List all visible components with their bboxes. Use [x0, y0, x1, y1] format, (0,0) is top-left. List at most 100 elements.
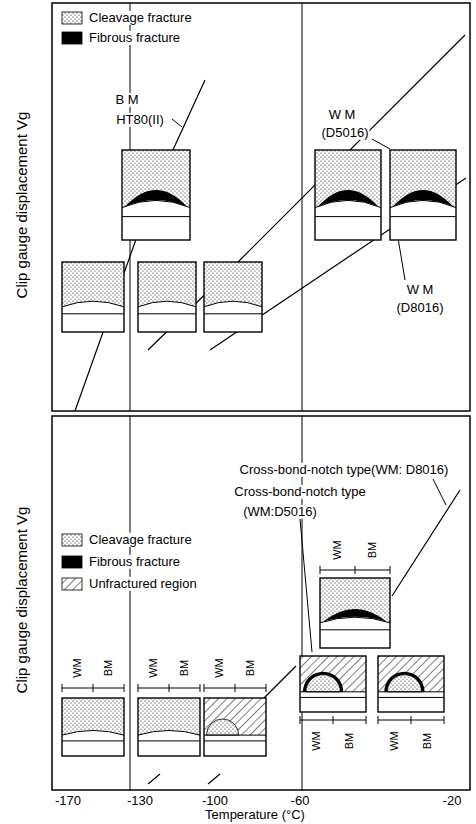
crack-front — [300, 691, 366, 692]
weld-bracket — [204, 684, 266, 692]
weld-bracket — [300, 716, 366, 724]
specimen-ground — [378, 656, 444, 712]
leader-line — [433, 479, 446, 505]
crack-front — [122, 200, 190, 207]
fracture-specimen — [204, 262, 262, 332]
legend-swatch — [62, 556, 82, 568]
specimen-outline — [204, 262, 262, 332]
axis-or-zone-label: Clip gauge displacement Vg — [14, 506, 31, 695]
chart-label: -20 — [442, 794, 463, 808]
weld-bracket — [320, 566, 390, 574]
specimen-ground — [390, 150, 456, 240]
crack-front — [204, 735, 266, 736]
fracture-specimen — [390, 150, 456, 240]
axis-or-zone-label: BM — [366, 541, 378, 560]
cleavage-fracture — [62, 262, 124, 307]
panel-frame — [52, 416, 470, 790]
bracket-tick — [266, 684, 267, 692]
fracture-specimen — [138, 262, 196, 332]
chart-label: B M — [114, 93, 139, 107]
axis-or-zone-label: BM — [102, 659, 114, 678]
trend-line — [148, 774, 160, 784]
cleavage-fracture — [204, 262, 262, 307]
bracket-tick — [320, 566, 321, 574]
specimen-outline — [390, 150, 456, 240]
legend-swatch — [62, 32, 82, 44]
bracket-tick — [378, 716, 379, 724]
notch-line — [300, 697, 366, 698]
cleavage-fracture — [138, 698, 200, 735]
chart-label: -60 — [290, 794, 311, 808]
bracket-tick — [62, 684, 63, 692]
leader-line — [300, 519, 312, 652]
bracket-tick — [169, 684, 170, 692]
leader-line — [172, 119, 182, 127]
cleavage-fracture — [62, 698, 124, 735]
bracket-tick — [235, 684, 236, 692]
notch-line — [320, 629, 390, 630]
bracket-tick — [93, 684, 94, 692]
fibrous-fracture — [303, 672, 343, 692]
legend-label: Fibrous fracture — [88, 31, 181, 45]
axis-or-zone-label: WM — [331, 539, 343, 561]
weld-bracket — [62, 684, 124, 692]
crack-front — [378, 691, 444, 692]
specimen-ground — [62, 698, 124, 756]
crack-front — [62, 730, 124, 735]
crack-front — [315, 200, 381, 207]
cleavage-fracture — [387, 675, 421, 692]
trend-line — [264, 666, 296, 698]
legend-label: Fibrous fracture — [88, 555, 181, 569]
notch-line — [204, 740, 266, 741]
chart-label: W M — [328, 108, 357, 122]
notch-line — [204, 313, 262, 314]
fracture-specimen — [204, 698, 266, 756]
trend-line-bm — [75, 80, 205, 411]
bracket-tick — [300, 716, 301, 724]
legend-label: Cleavage fracture — [88, 533, 193, 547]
unfractured-region — [300, 656, 366, 692]
notch-line — [122, 216, 190, 217]
specimen-ground — [315, 150, 381, 240]
crack-front — [320, 617, 390, 623]
chart-label: -130 — [126, 794, 154, 808]
fracture-specimen — [138, 698, 200, 756]
specimen-outline — [315, 150, 381, 240]
temperature-divider — [302, 3, 303, 411]
axis-or-zone-label: Clip gauge displacement Vg — [14, 111, 31, 300]
axis-or-zone-label: BM — [244, 659, 256, 678]
specimen-ground — [300, 656, 366, 712]
specimen-outline — [378, 656, 444, 712]
weld-bracket — [138, 684, 200, 692]
axis-or-zone-label: WM — [213, 657, 225, 679]
chart-label: HT80(II) — [115, 113, 165, 127]
fracture-specimen — [320, 578, 390, 648]
specimen-ground — [138, 698, 200, 756]
crack-front — [62, 301, 124, 307]
bracket-tick — [444, 716, 445, 724]
fracture-specimen — [315, 150, 381, 240]
weld-bracket — [378, 716, 444, 724]
chart-label: (D8016) — [396, 301, 445, 315]
chart-label: -170 — [54, 794, 82, 808]
axis-or-zone-label: BM — [343, 732, 355, 751]
bracket-tick — [124, 684, 125, 692]
bracket-tick — [411, 716, 412, 724]
chart-label: Temperature (°C) — [204, 808, 306, 822]
legend-label: Cleavage fracture — [88, 11, 193, 25]
bracket-tick — [390, 566, 391, 574]
notch-line — [390, 216, 456, 217]
bracket-tick — [200, 684, 201, 692]
chart-label: W M — [406, 283, 435, 297]
chart-label: Cross-bond-notch type(WM: D8016) — [239, 463, 450, 477]
specimen-outline — [62, 698, 124, 756]
temperature-divider — [130, 416, 131, 790]
fibrous-fracture — [318, 190, 378, 207]
specimen-outline — [204, 698, 266, 756]
cleavage-fracture — [320, 578, 390, 623]
specimen-outline — [138, 698, 200, 756]
cleavage-fracture — [206, 719, 238, 735]
notch-line — [378, 697, 444, 698]
specimen-ground — [204, 698, 266, 756]
fracture-specimen — [62, 698, 124, 756]
